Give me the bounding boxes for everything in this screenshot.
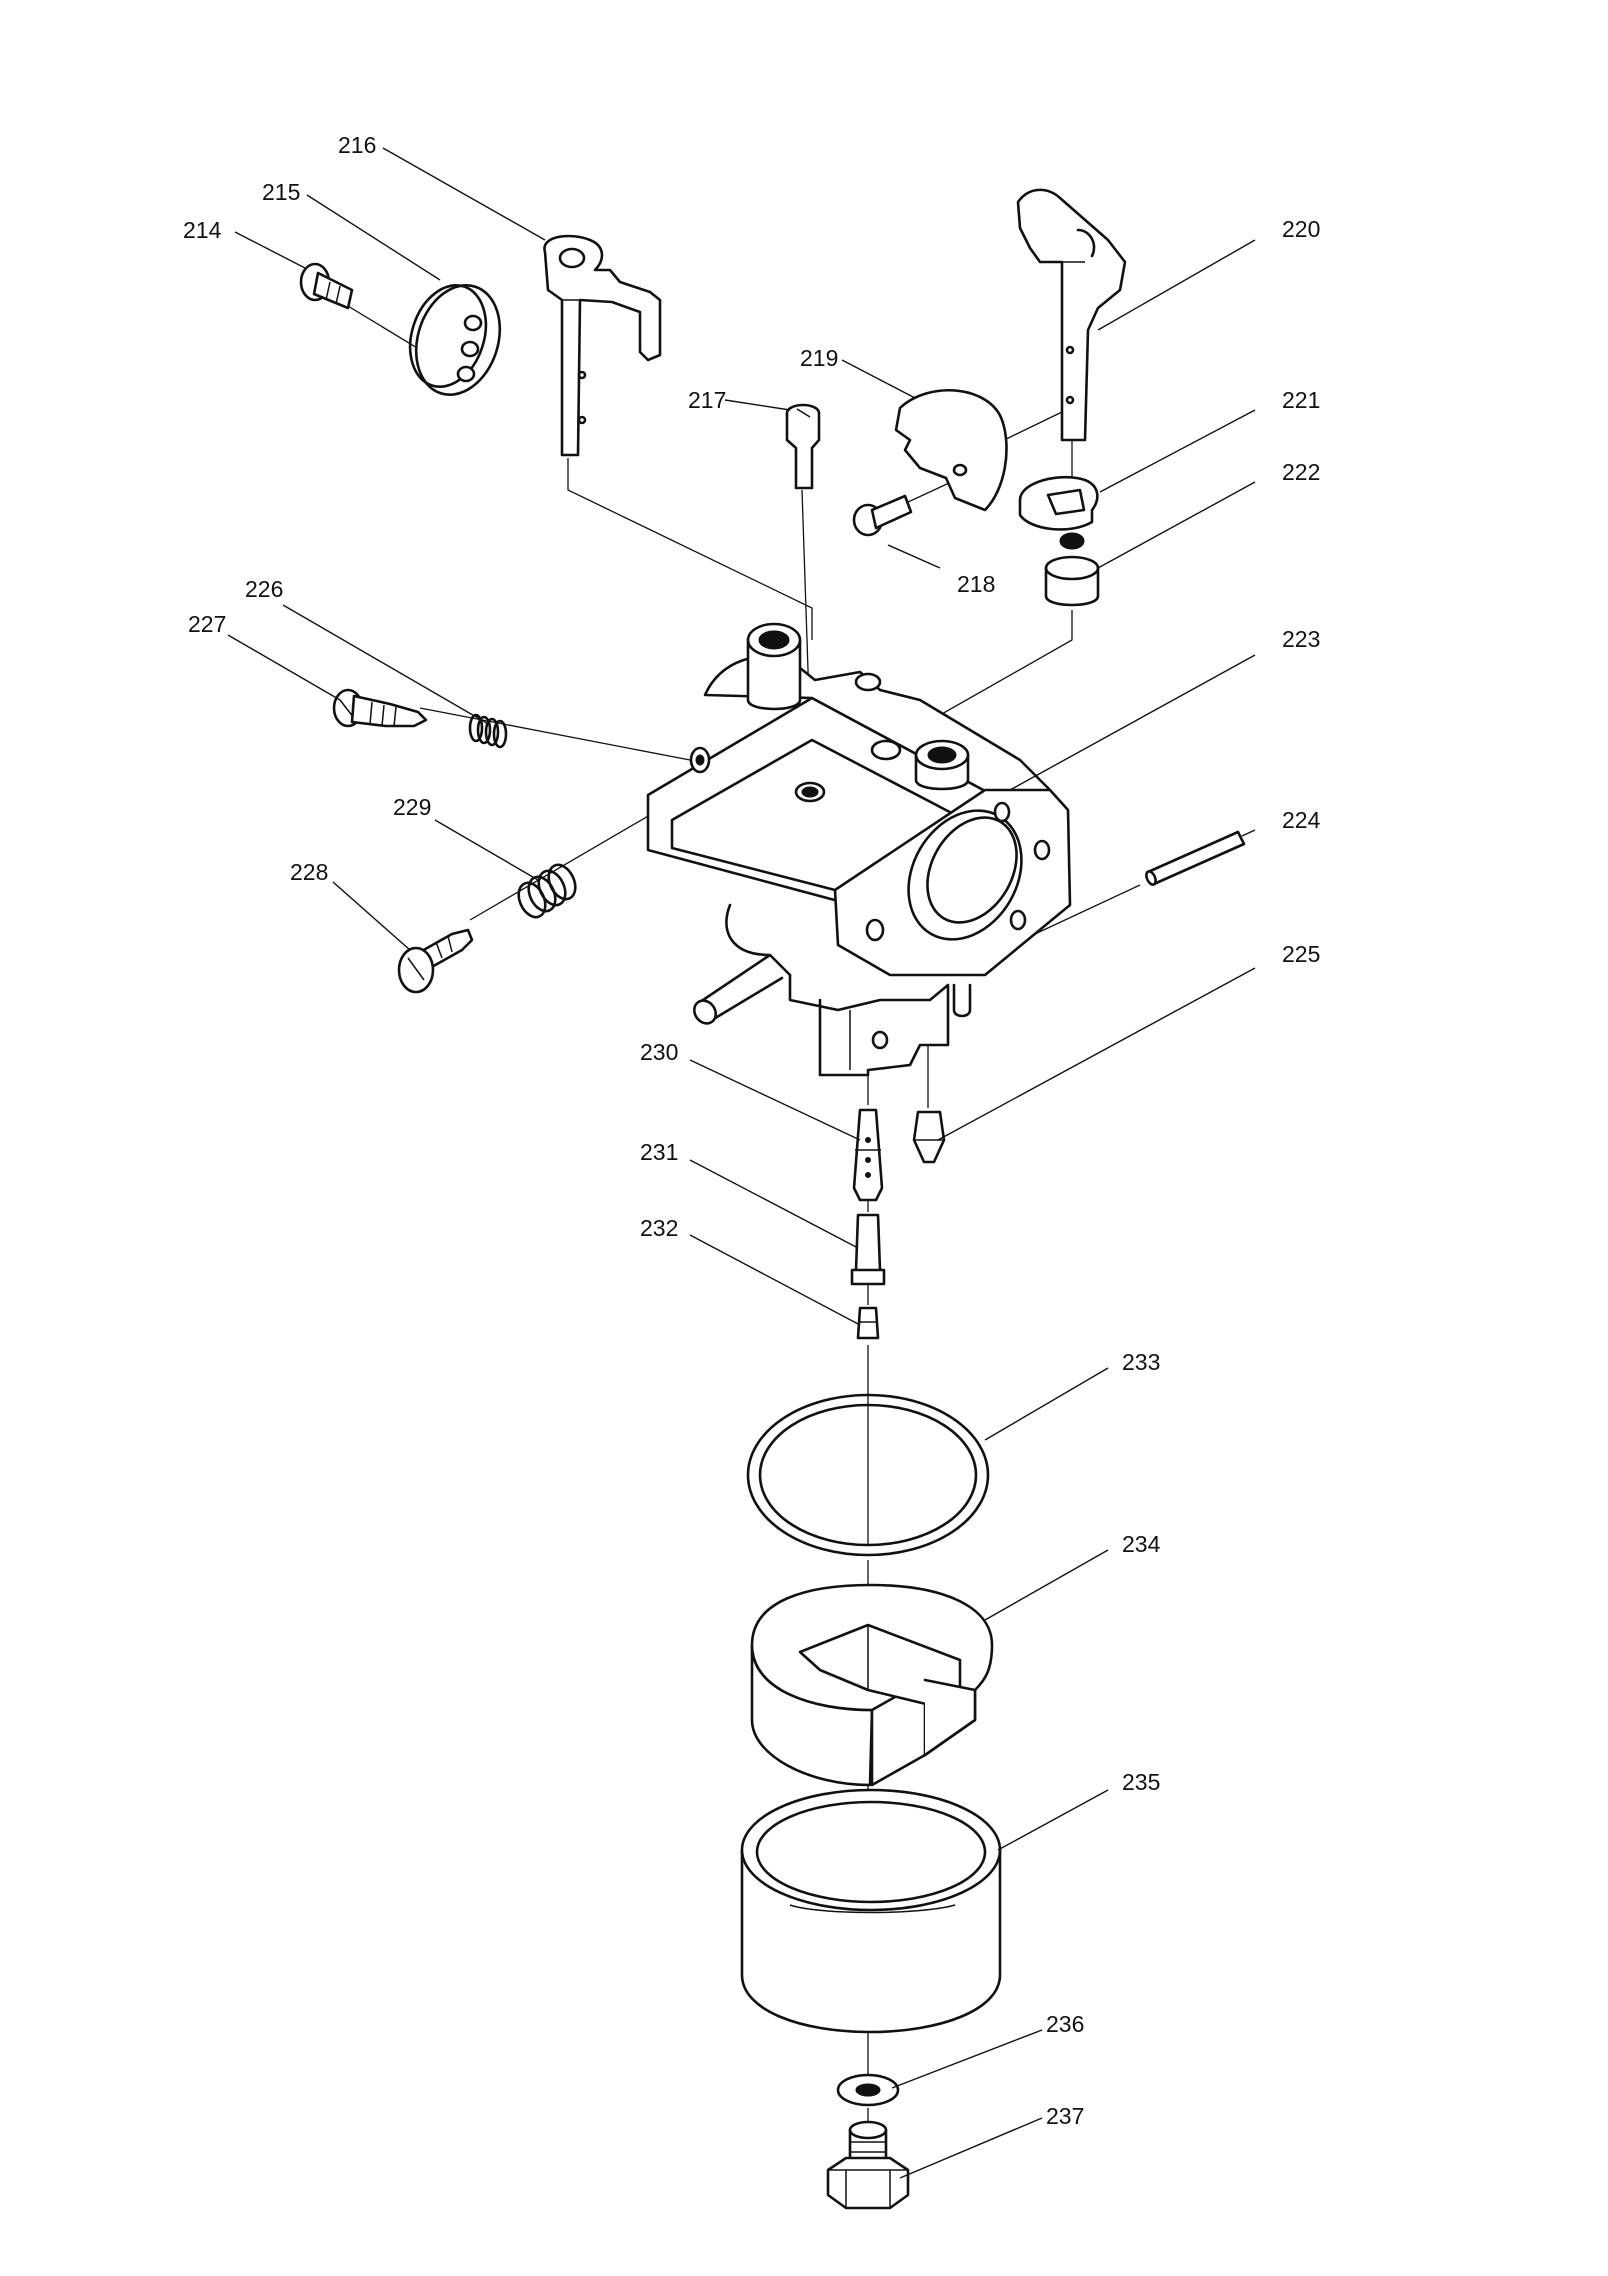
label-220: 220 [1282,216,1320,242]
part-number-labels: 214 215 216 217 218 219 220 221 222 223 … [183,132,1321,2129]
label-217: 217 [688,387,726,413]
part-236-washer [836,2073,900,2107]
part-226-spring [468,713,508,749]
label-216: 216 [338,132,376,158]
part-220-throttle-lever [1016,188,1127,442]
part-223-carburetor-body [646,622,1072,1077]
leader-lines [227,147,1256,2179]
part-232-main-jet [856,1306,880,1340]
label-229: 229 [393,794,431,820]
part-227-mixture-screw [332,688,428,728]
label-236: 236 [1046,2011,1084,2037]
part-234-float [750,1583,994,1787]
label-235: 235 [1122,1769,1160,1795]
label-233: 233 [1122,1349,1160,1375]
label-223: 223 [1282,626,1320,652]
part-235-float-bowl [740,1788,1002,2034]
part-214-screw [299,262,354,310]
label-214: 214 [183,217,222,243]
part-225-float-needle [912,1110,946,1164]
label-230: 230 [640,1039,678,1065]
part-224-float-pin [1145,830,1246,886]
assembly-axes [337,299,1141,2128]
label-232: 232 [640,1215,678,1241]
part-216-choke-lever [543,234,662,457]
part-221-shaft-bushing [1018,475,1099,531]
label-221: 221 [1282,387,1320,413]
part-231-main-nozzle [850,1213,886,1286]
label-224: 224 [1282,807,1321,833]
part-218-screw [852,494,913,537]
part-237-bowl-nut [826,2120,910,2210]
label-225: 225 [1282,941,1320,967]
part-228-mixture-screw [397,928,474,994]
label-227: 227 [188,611,226,637]
label-237: 237 [1046,2103,1084,2129]
label-222: 222 [1282,459,1320,485]
part-233-bowl-gasket [746,1393,990,1557]
part-229-spring [517,863,577,919]
label-219: 219 [800,345,838,371]
part-219-throttle-plate [894,388,1008,512]
part-215-choke-plate [408,284,502,396]
part-222-seal [1044,532,1100,607]
label-218: 218 [957,571,995,597]
label-234: 234 [1122,1531,1161,1557]
label-215: 215 [262,179,300,205]
label-226: 226 [245,576,283,602]
label-228: 228 [290,859,328,885]
part-230-emulsion-tube [852,1108,884,1202]
label-231: 231 [640,1139,678,1165]
part-217-idle-screw [785,403,821,490]
